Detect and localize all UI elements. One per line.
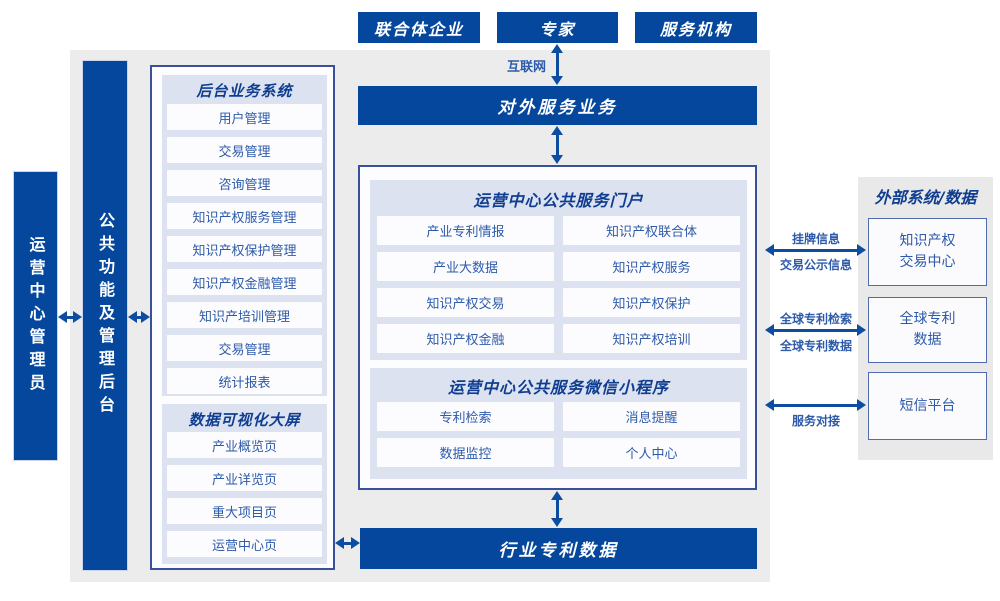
portal-item: 知识产权联合体	[563, 216, 740, 245]
miniprogram-item: 专利检索	[377, 402, 554, 431]
external-system-ip-trade-center: 知识产权 交易中心	[868, 218, 987, 286]
portal-item: 知识产权培训	[563, 324, 740, 353]
global-patent-search-label: 全球专利检索	[779, 312, 852, 326]
external-system-global-patent-data: 全球专利 数据	[868, 297, 987, 363]
dashboard-item: 产业详览页	[167, 465, 322, 491]
external-system-sms-platform: 短信平台	[868, 372, 987, 440]
external-systems-title: 外部系统/数据	[874, 188, 977, 207]
back-office-item: 统计报表	[167, 368, 322, 394]
dashboard-panel: 数据可视化大屏 产业概览页 产业详览页 重大项目页 运营中心页	[162, 404, 327, 564]
back-office-title: 后台业务系统	[196, 82, 293, 100]
dashboard-title: 数据可视化大屏	[188, 411, 301, 429]
back-office-container: 后台业务系统 用户管理 交易管理 咨询管理 知识产权服务管理 知识产权保护管理 …	[150, 65, 335, 570]
back-office-item: 交易管理	[167, 137, 322, 163]
miniprogram-item: 消息提醒	[563, 402, 740, 431]
back-office-item: 交易管理	[167, 335, 322, 361]
service-connect-label: 服务对接	[791, 414, 840, 428]
portal-item: 知识产权交易	[377, 288, 554, 317]
public-functions-backend-bar: 公共功能及管理后台	[82, 60, 128, 571]
dashboard-item: 运营中心页	[167, 531, 322, 557]
arrow-admin-to-backend	[58, 311, 82, 323]
arrow-global-patent	[765, 324, 866, 336]
global-patent-data-label: 全球专利数据	[779, 339, 852, 353]
operations-admin-label: 运营中心管理员	[26, 235, 46, 397]
entity-label: 联合体企业	[373, 19, 464, 39]
dashboard-item: 重大项目页	[167, 498, 322, 524]
miniprogram-panel: 运营中心公共服务微信小程序 专利检索 消息提醒 数据监控 个人中心	[370, 368, 747, 479]
dashboard-item-list: 产业概览页 产业详览页 重大项目页 运营中心页	[167, 432, 322, 557]
arrow-dashboard-to-patent-data	[335, 537, 360, 549]
internet-label: 互联网	[506, 60, 546, 75]
public-functions-backend-label: 公共功能及管理后台	[96, 212, 115, 419]
back-office-item: 知识产权金融管理	[167, 269, 322, 295]
portal-item-grid: 产业专利情报 知识产权联合体 产业大数据 知识产权服务 知识产权交易 知识产权保…	[377, 216, 740, 353]
portal-item: 产业专利情报	[377, 216, 554, 245]
external-service-label: 对外服务业务	[497, 98, 618, 118]
back-office-item: 知识产权保护管理	[167, 236, 322, 262]
miniprogram-item: 个人中心	[563, 438, 740, 467]
back-office-panel: 后台业务系统 用户管理 交易管理 咨询管理 知识产权服务管理 知识产权保护管理 …	[162, 75, 327, 396]
dashboard-item: 产业概览页	[167, 432, 322, 458]
back-office-item-list: 用户管理 交易管理 咨询管理 知识产权服务管理 知识产权保护管理 知识产权金融管…	[167, 104, 322, 394]
miniprogram-title: 运营中心公共服务微信小程序	[447, 378, 669, 397]
arrow-sms-platform	[765, 399, 866, 411]
arrow-portal-to-patent-data	[551, 491, 563, 527]
entity-label: 专家	[539, 19, 576, 39]
back-office-item: 用户管理	[167, 104, 322, 130]
portal-item: 产业大数据	[377, 252, 554, 281]
back-office-item: 知识产权服务管理	[167, 203, 322, 229]
industry-patent-data-label: 行业专利数据	[498, 541, 619, 561]
portal-item: 知识产权金融	[377, 324, 554, 353]
entity-label: 服务机构	[659, 19, 732, 39]
entity-service-organizations: 服务机构	[635, 12, 757, 43]
portal-item: 知识产权服务	[563, 252, 740, 281]
trade-publicity-label: 交易公示信息	[779, 258, 852, 272]
public-service-container: 运营中心公共服务门户 产业专利情报 知识产权联合体 产业大数据 知识产权服务 知…	[358, 165, 757, 490]
portal-panel: 运营中心公共服务门户 产业专利情报 知识产权联合体 产业大数据 知识产权服务 知…	[370, 180, 747, 360]
arrow-backend-to-backoffice	[128, 311, 150, 323]
portal-title: 运营中心公共服务门户	[473, 191, 644, 210]
portal-item: 知识产权保护	[563, 288, 740, 317]
miniprogram-item-grid: 专利检索 消息提醒 数据监控 个人中心	[377, 402, 740, 467]
arrow-internet-to-service	[551, 44, 563, 85]
operations-admin-bar: 运营中心管理员	[13, 171, 58, 461]
miniprogram-item: 数据监控	[377, 438, 554, 467]
arrow-service-to-portal	[551, 126, 563, 164]
arrow-ip-trade-center	[765, 244, 866, 256]
back-office-item: 知识产培训管理	[167, 302, 322, 328]
industry-patent-data-bar: 行业专利数据	[360, 528, 757, 569]
external-service-bar: 对外服务业务	[358, 86, 757, 125]
entity-consortium-enterprises: 联合体企业	[358, 12, 480, 43]
back-office-item: 咨询管理	[167, 170, 322, 196]
listing-info-label: 挂牌信息	[791, 232, 840, 246]
entity-experts: 专家	[497, 12, 618, 43]
